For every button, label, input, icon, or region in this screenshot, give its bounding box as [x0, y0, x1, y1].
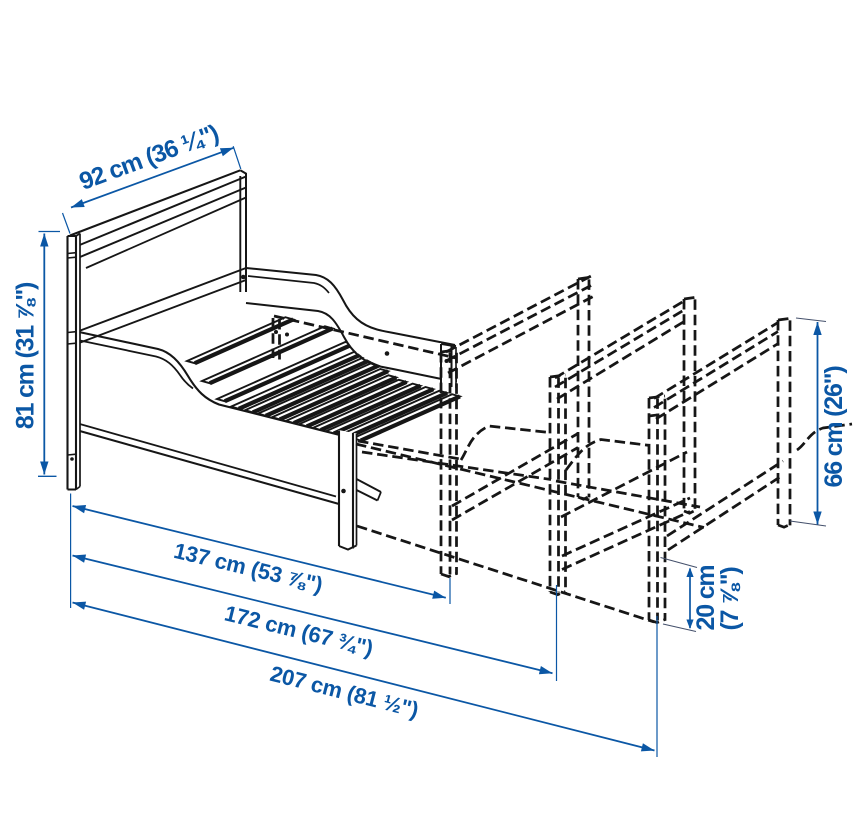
svg-text:81 cm (31 ⅞"): 81 cm (31 ⅞") — [12, 282, 40, 429]
svg-text:20 cm: 20 cm — [692, 566, 720, 631]
svg-text:66 cm (26"): 66 cm (26") — [820, 366, 848, 488]
svg-text:(7 ⅞"): (7 ⅞") — [716, 567, 744, 631]
